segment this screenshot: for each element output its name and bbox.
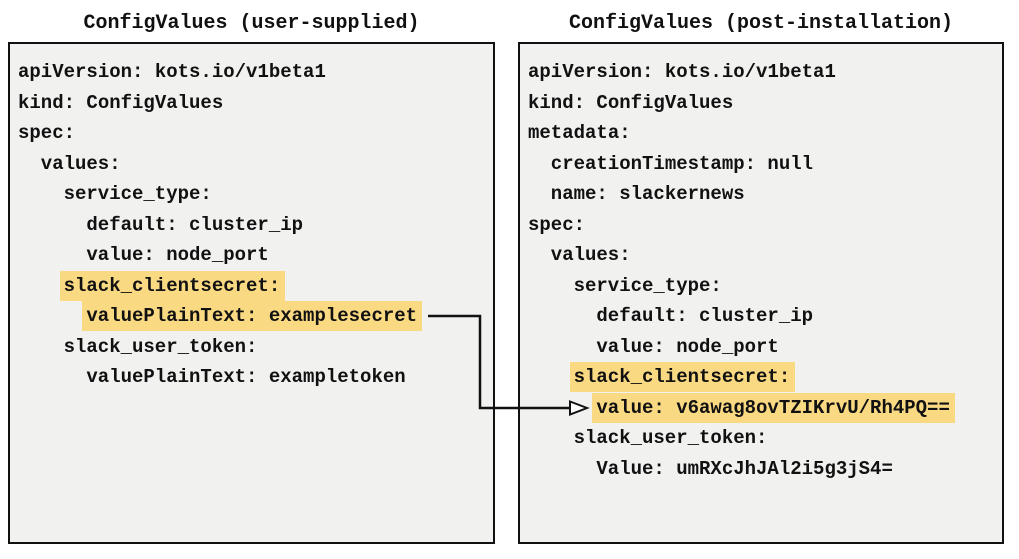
yaml-line-text: metadata: <box>528 122 631 144</box>
yaml-line-text: spec: <box>18 122 76 144</box>
yaml-line: service_type: <box>528 271 1002 302</box>
yaml-line-text: kind: ConfigValues <box>18 91 224 114</box>
yaml-line: value: node_port <box>18 240 493 271</box>
yaml-line: values: <box>528 240 1002 271</box>
yaml-line: kind: ConfigValues <box>18 88 493 119</box>
yaml-line-text: service_type: <box>63 183 212 205</box>
yaml-line: creationTimestamp: null <box>528 149 1002 180</box>
config-panel-post-installation: apiVersion: kots.io/v1beta1 kind: ConfigV… <box>518 42 1004 544</box>
yaml-line-text: apiVersion: kots.io/v1beta1 <box>18 61 326 83</box>
yaml-line: slack_clientsecret: <box>18 270 493 302</box>
yaml-line-text: name: slackernews <box>550 183 745 205</box>
yaml-line-text: value: node_port <box>596 335 779 358</box>
yaml-line: spec: <box>528 210 1002 241</box>
yaml-line: default: cluster_ip <box>528 301 1002 332</box>
yaml-line-text: value: node_port <box>86 244 269 266</box>
left-panel-title: ConfigValues (user-supplied) <box>83 12 420 35</box>
yaml-line-text: slack_clientsecret: <box>59 270 286 301</box>
yaml-line-text: valuePlainText: exampletoken <box>86 366 406 388</box>
yaml-code-block-post-installation: apiVersion: kots.io/v1beta1 kind: ConfigV… <box>520 44 1002 484</box>
yaml-line-text: valuePlainText: examplesecret <box>82 301 423 331</box>
yaml-line: name: slackernews <box>528 179 1002 210</box>
yaml-line: apiVersion: kots.io/v1beta1 <box>528 57 1002 88</box>
yaml-line: metadata: <box>528 118 1002 149</box>
yaml-line: valuePlainText: exampletoken <box>18 362 493 393</box>
config-panel-user-supplied: apiVersion: kots.io/v1beta1 kind: ConfigV… <box>8 42 495 544</box>
yaml-line: values: <box>18 149 493 180</box>
yaml-line: service_type: <box>18 179 493 210</box>
yaml-line-text: default: cluster_ip <box>86 213 304 236</box>
yaml-line-text: creationTimestamp: null <box>550 152 814 175</box>
yaml-line-text: values: <box>40 152 121 175</box>
yaml-line: value: node_port <box>528 332 1002 363</box>
yaml-line: kind: ConfigValues <box>528 88 1002 119</box>
yaml-line: slack_user_token: <box>528 423 1002 454</box>
yaml-line: apiVersion: kots.io/v1beta1 <box>18 57 493 88</box>
yaml-line: slack_clientsecret: <box>528 362 1002 393</box>
yaml-line-text: apiVersion: kots.io/v1beta1 <box>528 61 836 83</box>
yaml-line-text: values: <box>550 244 631 266</box>
yaml-line-text: Value: umRXcJhJAl2i5g3jS4= <box>596 457 893 480</box>
yaml-line-text: value: v6awag8ovTZIKrvU/Rh4PQ== <box>592 392 955 423</box>
right-panel-title: ConfigValues (post-installation) <box>568 12 954 35</box>
yaml-line-text: slack_clientsecret: <box>569 362 796 392</box>
yaml-line: value: v6awag8ovTZIKrvU/Rh4PQ== <box>528 392 1002 424</box>
yaml-line-text: slack_user_token: <box>63 335 258 358</box>
yaml-line-text: service_type: <box>573 274 722 297</box>
yaml-line: spec: <box>18 118 493 149</box>
yaml-line: valuePlainText: examplesecret <box>18 301 493 332</box>
yaml-line: Value: umRXcJhJAl2i5g3jS4= <box>528 454 1002 485</box>
yaml-line: default: cluster_ip <box>18 210 493 241</box>
yaml-line-text: slack_user_token: <box>573 427 768 449</box>
yaml-line-text: spec: <box>528 213 586 236</box>
yaml-line-text: default: cluster_ip <box>596 305 814 327</box>
yaml-code-block-user-supplied: apiVersion: kots.io/v1beta1 kind: ConfigV… <box>10 44 493 393</box>
yaml-line-text: kind: ConfigValues <box>528 91 734 114</box>
yaml-line: slack_user_token: <box>18 332 493 363</box>
